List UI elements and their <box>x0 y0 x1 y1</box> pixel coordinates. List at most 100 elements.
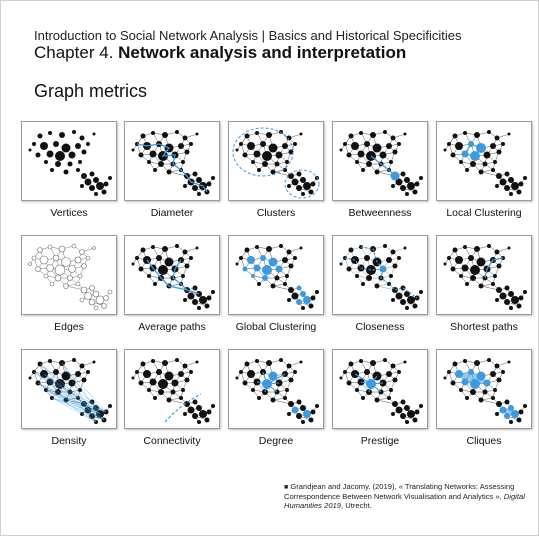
graph-node <box>400 285 406 291</box>
density-edge <box>51 397 97 423</box>
graph-node <box>181 274 185 278</box>
density-edge <box>43 373 97 423</box>
graph-node <box>405 420 409 424</box>
network-thumbnail <box>228 349 324 429</box>
graph-node <box>260 141 266 147</box>
graph-node <box>501 370 505 374</box>
graph-node <box>288 173 294 179</box>
graph-node <box>403 132 407 136</box>
graph-node <box>315 404 319 408</box>
graph-node <box>103 295 109 301</box>
graph-node <box>235 148 239 152</box>
graph-node <box>308 417 314 423</box>
graph-node <box>343 370 347 374</box>
graph-node <box>351 142 359 150</box>
graph-node <box>268 371 278 381</box>
graph-node <box>211 404 215 408</box>
graph-node <box>286 249 292 255</box>
graph-node <box>455 142 463 150</box>
highlight-edge <box>266 373 286 385</box>
graph-node <box>206 409 212 415</box>
metric-label: Shortest paths <box>450 321 518 333</box>
metric-cell-closeness: Closeness <box>332 235 430 333</box>
graph-node <box>355 160 359 164</box>
graph-node <box>257 282 261 286</box>
graph-node <box>487 358 491 362</box>
graph-node <box>247 370 255 378</box>
graph-node <box>46 150 54 158</box>
highlight-path <box>484 257 504 279</box>
graph-node <box>509 420 513 424</box>
graph-node <box>81 173 87 179</box>
graph-node <box>79 249 85 255</box>
highlight-edge <box>262 371 268 385</box>
network-graph <box>131 358 215 424</box>
metric-cell-clusters: Clusters <box>228 121 326 219</box>
graph-node <box>474 246 480 252</box>
graph-node <box>131 376 135 380</box>
metric-label: Closeness <box>355 321 405 333</box>
graph-node <box>414 181 420 187</box>
graph-node <box>405 306 409 310</box>
graph-node <box>244 247 250 253</box>
graph-node <box>162 360 168 366</box>
graph-node <box>387 396 391 400</box>
graph-node <box>84 292 92 300</box>
graph-node <box>195 132 199 136</box>
network-thumbnail <box>332 235 428 315</box>
graph-node <box>419 176 423 180</box>
graph-node <box>257 396 261 400</box>
graph-node <box>389 160 393 164</box>
graph-node <box>78 388 82 392</box>
graph-node <box>31 255 37 261</box>
graph-node <box>493 388 497 392</box>
graph-node <box>463 359 467 363</box>
graph-node <box>509 192 513 196</box>
graph-node <box>143 370 151 378</box>
metric-label: Prestige <box>360 435 400 447</box>
graph-node <box>470 389 476 395</box>
graph-node <box>204 417 210 423</box>
graph-node <box>518 181 524 187</box>
graph-node <box>447 142 451 146</box>
graph-node <box>291 406 299 414</box>
graph-node <box>364 141 370 147</box>
graph-node <box>390 363 396 369</box>
graph-node <box>407 296 415 304</box>
metric-cell-diameter: Diameter <box>124 121 222 219</box>
graph-node <box>84 178 92 186</box>
graph-node <box>404 177 410 183</box>
density-edge <box>51 397 105 421</box>
metric-label: Connectivity <box>143 435 201 447</box>
graph-node <box>482 161 488 167</box>
graph-node <box>407 410 415 418</box>
graph-node <box>262 151 272 161</box>
graph-node <box>346 152 352 158</box>
graph-node <box>28 148 32 152</box>
graph-node <box>419 404 423 408</box>
graph-node <box>308 189 314 195</box>
network-graph <box>131 244 215 310</box>
graph-node <box>187 292 195 300</box>
graph-node <box>405 192 409 196</box>
highlight-path <box>370 155 396 177</box>
density-edge <box>39 363 107 413</box>
graph-node <box>78 160 82 164</box>
graph-node <box>339 376 343 380</box>
graph-node <box>140 133 146 139</box>
graph-node <box>58 245 66 253</box>
graph-node <box>158 161 164 167</box>
network-graph <box>28 130 112 196</box>
graph-node <box>404 291 410 297</box>
graph-node <box>266 132 272 138</box>
graph-node <box>293 370 297 374</box>
graph-node <box>361 168 365 172</box>
graph-node <box>491 396 495 400</box>
graph-node <box>285 388 289 392</box>
graph-node <box>463 245 467 249</box>
graph-node <box>374 169 380 175</box>
graph-node <box>490 371 496 377</box>
metric-label: Degree <box>258 435 294 447</box>
metric-label: Local Clustering <box>446 207 522 219</box>
network-graph <box>339 130 423 196</box>
